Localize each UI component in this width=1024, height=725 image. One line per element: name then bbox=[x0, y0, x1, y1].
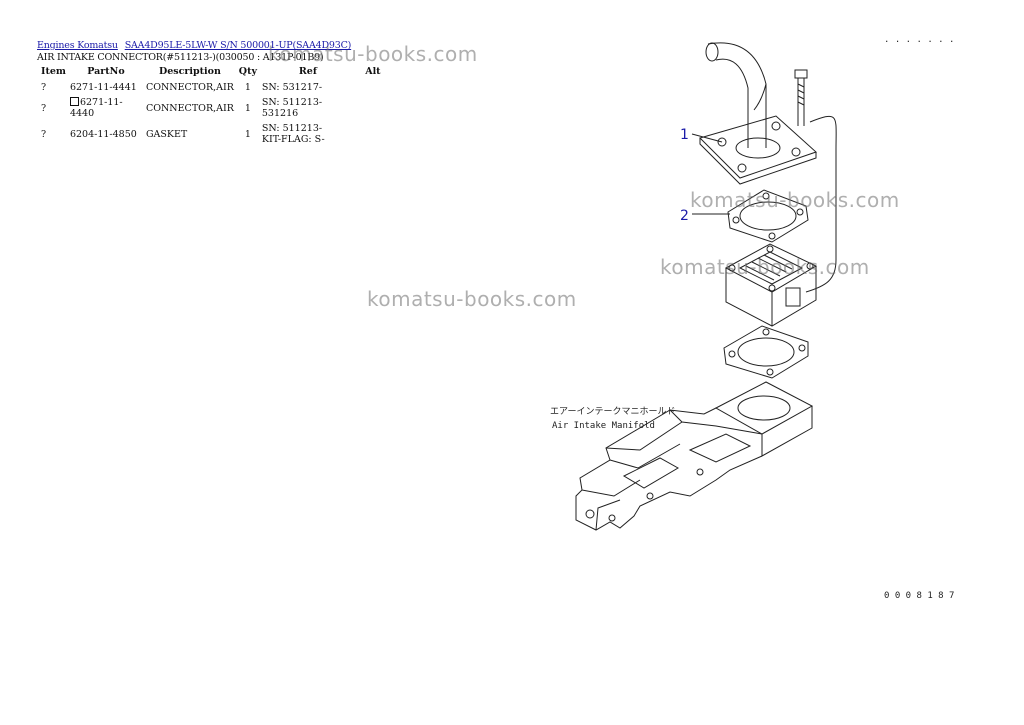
header-alt: Alt bbox=[365, 66, 381, 77]
cell-qty: 1 bbox=[244, 102, 251, 114]
table-row: ? 6271-11-4440 CONNECTOR,AIR 1 SN: 51121… bbox=[37, 95, 390, 121]
elbow-pipe bbox=[705, 42, 767, 148]
callout-leader-1 bbox=[691, 133, 723, 143]
cell-item: ? bbox=[41, 128, 47, 140]
partno-text: 6271-11-4440 bbox=[69, 97, 123, 119]
cell-qty: 1 bbox=[244, 82, 251, 93]
cell-qty: 1 bbox=[244, 128, 251, 140]
table-row: ? 6204-11-4850 GASKET 1 SN: 511213- KIT-… bbox=[37, 121, 390, 147]
engines-komatsu-link[interactable]: Engines Komatsu bbox=[37, 40, 118, 51]
cell-partno: 6204-11-4850 bbox=[69, 128, 137, 140]
watermark: komatsu-books.com bbox=[268, 42, 478, 66]
header-partno: PartNo bbox=[87, 66, 125, 77]
manifold-label-en: Air Intake Manifold bbox=[552, 421, 655, 431]
callout-2: 2 bbox=[680, 208, 689, 224]
cell-ref: SN: 511213-531216 bbox=[260, 95, 356, 121]
cell-partno: 6271-11-4441 bbox=[69, 82, 137, 93]
watermark: komatsu-books.com bbox=[690, 188, 900, 212]
sensor-wire bbox=[805, 115, 837, 293]
breadcrumb: Engines Komatsu SAA4D95LE-5LW-W S/N 5000… bbox=[37, 40, 355, 51]
cell-ref: SN: 531217- bbox=[260, 80, 356, 95]
model-link[interactable]: SAA4D95LE-5LW-W S/N 500001-UP(SAA4D93C) bbox=[124, 40, 352, 51]
cell-description: CONNECTOR,AIR bbox=[145, 82, 234, 93]
cell-alt bbox=[356, 80, 390, 95]
figure-code: 0 0 0 8 1 8 7 9 bbox=[884, 591, 960, 601]
ref-line: SN: 511213-531216 bbox=[261, 97, 323, 119]
cell-description: GASKET bbox=[145, 128, 188, 140]
page-subtitle: AIR INTAKE CONNECTOR(#511213-)(030050 : … bbox=[37, 52, 324, 63]
cell-description: CONNECTOR,AIR bbox=[145, 102, 234, 114]
watermark: komatsu-books.com bbox=[367, 287, 577, 311]
header-qty: Qty bbox=[238, 66, 257, 77]
callout-1: 1 bbox=[680, 127, 689, 143]
table-header-row: Item PartNo Description Qty Ref Alt bbox=[37, 65, 390, 80]
parts-table: Item PartNo Description Qty Ref Alt ? 62… bbox=[37, 65, 390, 147]
cell-item: ? bbox=[41, 102, 47, 114]
watermark: komatsu-books.com bbox=[660, 255, 870, 279]
header-description: Description bbox=[158, 66, 221, 77]
cell-alt bbox=[356, 121, 390, 147]
bolt bbox=[794, 69, 808, 126]
gasket-lower bbox=[723, 325, 809, 379]
parts-diagram: 1 2 エアーインテークマニホールド Air Intake Manifold .… bbox=[550, 35, 960, 601]
checkbox-icon bbox=[69, 97, 79, 106]
corner-code: . . . . . . . bbox=[884, 35, 954, 45]
cell-alt bbox=[356, 95, 390, 121]
air-intake-manifold bbox=[575, 381, 814, 531]
header-ref: Ref bbox=[298, 66, 317, 77]
header-item: Item bbox=[41, 66, 66, 77]
connector-flange bbox=[699, 115, 817, 185]
cell-partno: 6271-11-4440 bbox=[68, 95, 144, 121]
gasket bbox=[727, 189, 809, 243]
ref-line: KIT-FLAG: S- bbox=[261, 134, 325, 145]
intake-heater bbox=[724, 243, 818, 327]
ref-line: SN: 531217- bbox=[261, 82, 323, 93]
manifold-label-jp: エアーインテークマニホールド bbox=[550, 406, 675, 417]
cell-item: ? bbox=[41, 82, 47, 93]
table-row: ? 6271-11-4441 CONNECTOR,AIR 1 SN: 53121… bbox=[37, 80, 390, 95]
ref-line: SN: 511213- bbox=[261, 123, 323, 134]
cell-ref: SN: 511213- KIT-FLAG: S- bbox=[260, 121, 356, 147]
